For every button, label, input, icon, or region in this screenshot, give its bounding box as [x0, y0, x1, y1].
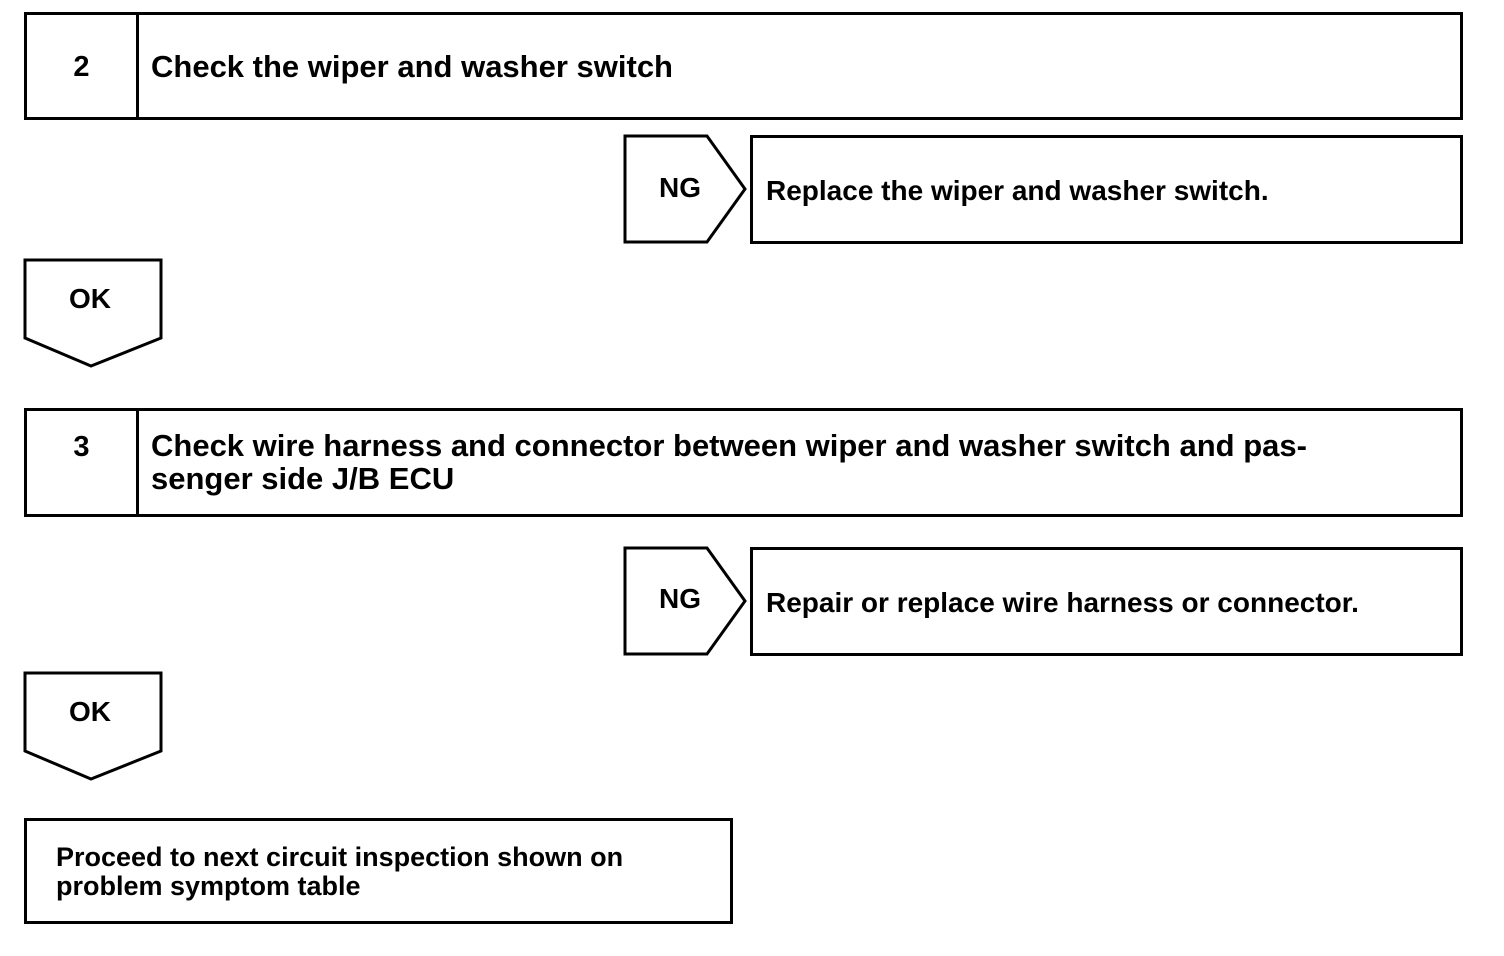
ng-arrow-1 — [623, 134, 747, 244]
step-2-number: 2 — [27, 15, 139, 117]
result-box-2: Repair or replace wire harness or connec… — [750, 547, 1463, 656]
ng-arrow-2 — [623, 546, 747, 656]
ok-arrow-2 — [23, 671, 163, 781]
ok-label-1: OK — [69, 283, 111, 314]
step-2-box: 2 Check the wiper and washer switch — [24, 12, 1463, 120]
ng-label-1: NG — [659, 172, 701, 203]
step-3-box: 3 Check wire harness and connector betwe… — [24, 408, 1463, 517]
final-line-1: Proceed to next circuit inspection shown… — [56, 842, 624, 872]
step-2-text: Check the wiper and washer switch — [151, 49, 673, 84]
final-line-2: problem symptom table — [56, 871, 361, 901]
step-3-number: 3 — [27, 411, 139, 514]
ok-arrow-1 — [23, 258, 163, 368]
step-3-text-line1: Check wire harness and connector between… — [151, 428, 1307, 463]
ok-label-2: OK — [69, 696, 111, 727]
step-3-text-line2: senger side J/B ECU — [151, 461, 455, 496]
ng-label-2: NG — [659, 583, 701, 614]
final-instruction-box: Proceed to next circuit inspection shown… — [24, 818, 733, 924]
result-box-1: Replace the wiper and washer switch. — [750, 135, 1463, 244]
step-3-text: Check wire harness and connector between… — [139, 411, 1460, 514]
